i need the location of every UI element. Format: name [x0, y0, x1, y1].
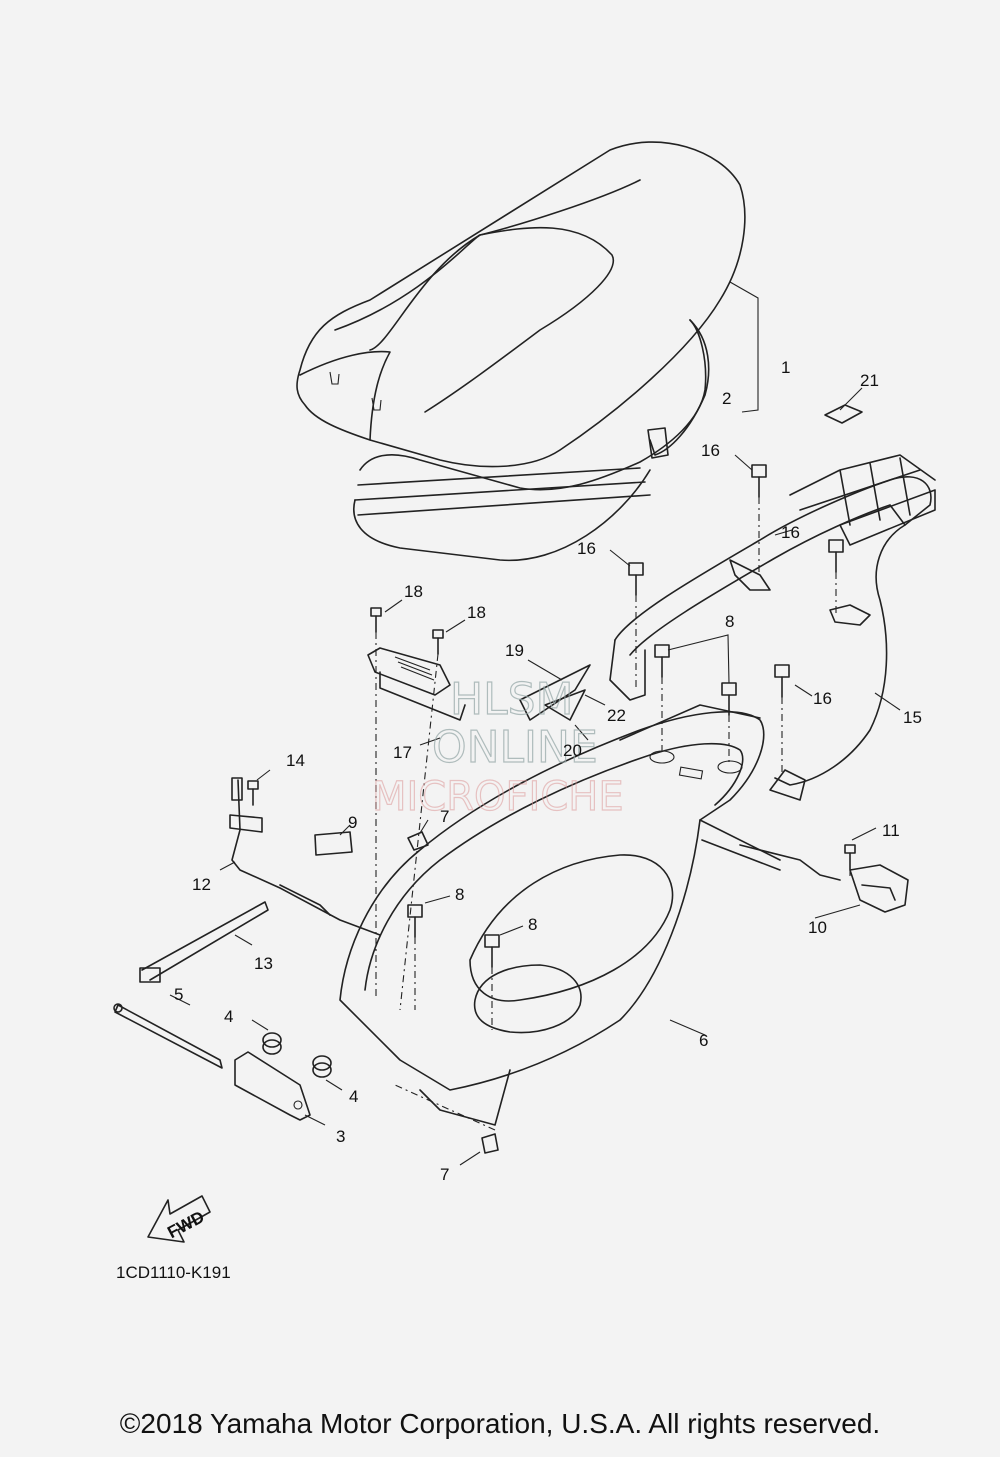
seat-lock-cable — [229, 777, 841, 936]
callout-21: 21 — [860, 371, 879, 390]
bolt-18-b — [432, 629, 444, 655]
shaft — [113, 1003, 223, 1069]
bolt-14 — [247, 780, 259, 806]
plate-20 — [544, 689, 586, 721]
bolt-8-d — [484, 934, 500, 968]
callout-16a: 16 — [701, 441, 720, 460]
center-lines — [375, 497, 851, 1131]
callout-7b: 7 — [440, 1165, 449, 1184]
callout-4a: 4 — [224, 1007, 233, 1026]
callout-8b: 8 — [455, 885, 464, 904]
plate-19 — [519, 664, 591, 721]
watermark-line3: MICROFICHE — [372, 774, 624, 820]
storage-box — [339, 704, 781, 1126]
seat — [296, 141, 746, 468]
rear-carrier — [609, 454, 936, 801]
fwd-label: FWD — [164, 1207, 207, 1242]
watermark-line2: ONLINE — [432, 722, 598, 773]
callout-5: 5 — [174, 985, 183, 1004]
callout-12: 12 — [192, 875, 211, 894]
leader-lines — [169, 387, 901, 1166]
callout-17: 17 — [393, 743, 412, 762]
callout-13: 13 — [254, 954, 273, 973]
collar-4-b — [312, 1055, 332, 1078]
callout-3: 3 — [336, 1127, 345, 1146]
callout-9: 9 — [348, 813, 357, 832]
callout-14: 14 — [286, 751, 305, 770]
clip-7-a — [407, 831, 429, 851]
bolt-16-b — [628, 562, 644, 596]
plate-9 — [314, 831, 353, 856]
callout-18b: 18 — [467, 603, 486, 622]
callout-18a: 18 — [404, 582, 423, 601]
seat-lock — [849, 864, 909, 913]
callout-11: 11 — [882, 821, 900, 840]
callout-6: 6 — [699, 1031, 708, 1050]
callout-8a: 8 — [725, 612, 734, 631]
callout-8c: 8 — [528, 915, 537, 934]
collar-4-a — [262, 1032, 282, 1055]
callout-2: 2 — [722, 389, 731, 408]
bolt-8-a — [654, 644, 670, 678]
callout-20: 20 — [563, 741, 582, 760]
copyright-notice: ©2018 Yamaha Motor Corporation, U.S.A. A… — [119, 1408, 881, 1439]
bolt-11 — [844, 844, 856, 870]
hinge-bracket — [234, 1051, 311, 1121]
callout-16b: 16 — [577, 539, 596, 558]
bolt-16-d — [774, 664, 790, 698]
clip-7-b — [481, 1133, 499, 1154]
callouts: 1 2 3 4 4 5 6 7 7 8 8 8 9 10 11 12 13 14… — [174, 358, 922, 1184]
bracket-17 — [367, 647, 466, 721]
callout-19: 19 — [505, 641, 524, 660]
callout-4b: 4 — [349, 1087, 358, 1106]
callout-15: 15 — [903, 708, 922, 727]
callout-7a: 7 — [440, 807, 449, 826]
forward-arrow-icon: FWD — [147, 1195, 211, 1243]
bolt-16-c — [828, 539, 844, 573]
label-21 — [824, 404, 863, 424]
watermark: HLSM ONLINE MICROFICHE — [371, 673, 624, 820]
bolt-16-a — [751, 464, 767, 498]
callout-16d: 16 — [813, 689, 832, 708]
callout-22: 22 — [607, 706, 626, 725]
seat-frame — [353, 319, 710, 562]
bolt-18-a — [370, 607, 382, 633]
cable-tie — [139, 901, 269, 983]
diagram-code: 1CD1110-K191 — [116, 1263, 231, 1282]
callout-10: 10 — [808, 918, 827, 937]
callout-16c: 16 — [781, 523, 800, 542]
bolt-8-c — [407, 904, 423, 938]
callout-1: 1 — [781, 358, 790, 377]
watermark-line1: HLSM — [450, 674, 574, 725]
